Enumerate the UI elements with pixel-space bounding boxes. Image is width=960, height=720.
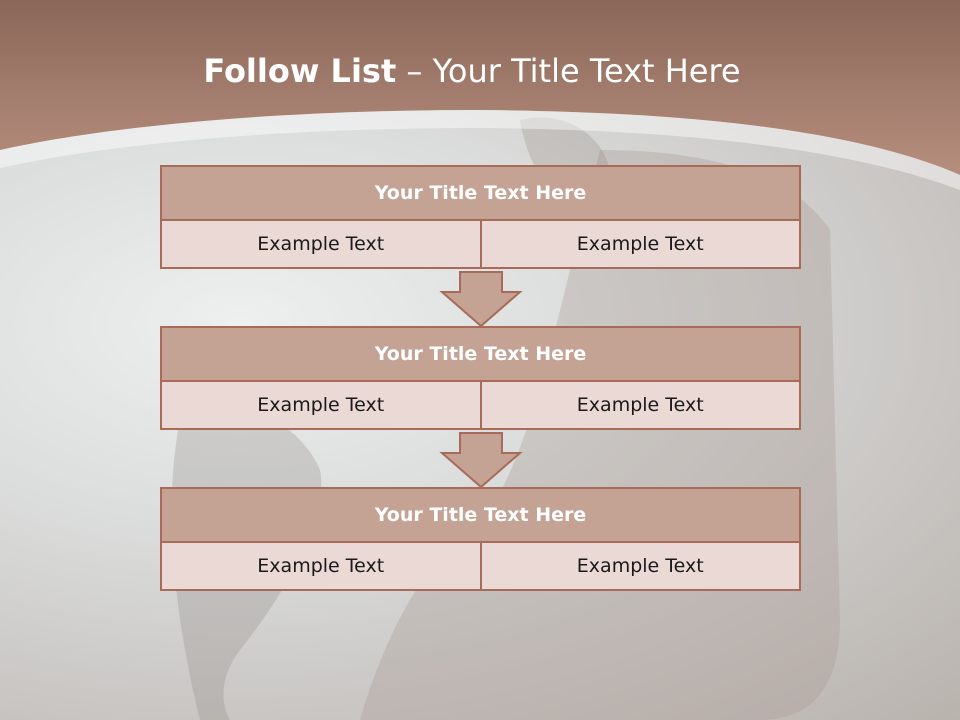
title-bold: Follow List — [203, 52, 397, 90]
flow-block: Your Title Text Here Example Text Exampl… — [160, 487, 801, 591]
block-row: Example Text Example Text — [160, 541, 801, 591]
block-cell-right: Example Text — [479, 541, 801, 591]
block-cell-left: Example Text — [160, 380, 482, 430]
flow-block: Your Title Text Here Example Text Exampl… — [160, 326, 801, 430]
block-title: Your Title Text Here — [160, 326, 801, 382]
block-title: Your Title Text Here — [160, 165, 801, 221]
block-cell-right: Example Text — [479, 380, 801, 430]
flow-block: Your Title Text Here Example Text Exampl… — [160, 165, 801, 269]
block-cell-left: Example Text — [160, 541, 482, 591]
block-row: Example Text Example Text — [160, 380, 801, 430]
down-arrow-icon — [439, 432, 523, 489]
block-row: Example Text Example Text — [160, 219, 801, 269]
slide-title: Follow List – Your Title Text Here — [0, 52, 944, 90]
block-cell-left: Example Text — [160, 219, 482, 269]
block-title: Your Title Text Here — [160, 487, 801, 543]
down-arrow-icon — [439, 271, 523, 328]
header-band — [0, 0, 960, 190]
title-rest: – Your Title Text Here — [396, 52, 741, 90]
block-cell-right: Example Text — [479, 219, 801, 269]
